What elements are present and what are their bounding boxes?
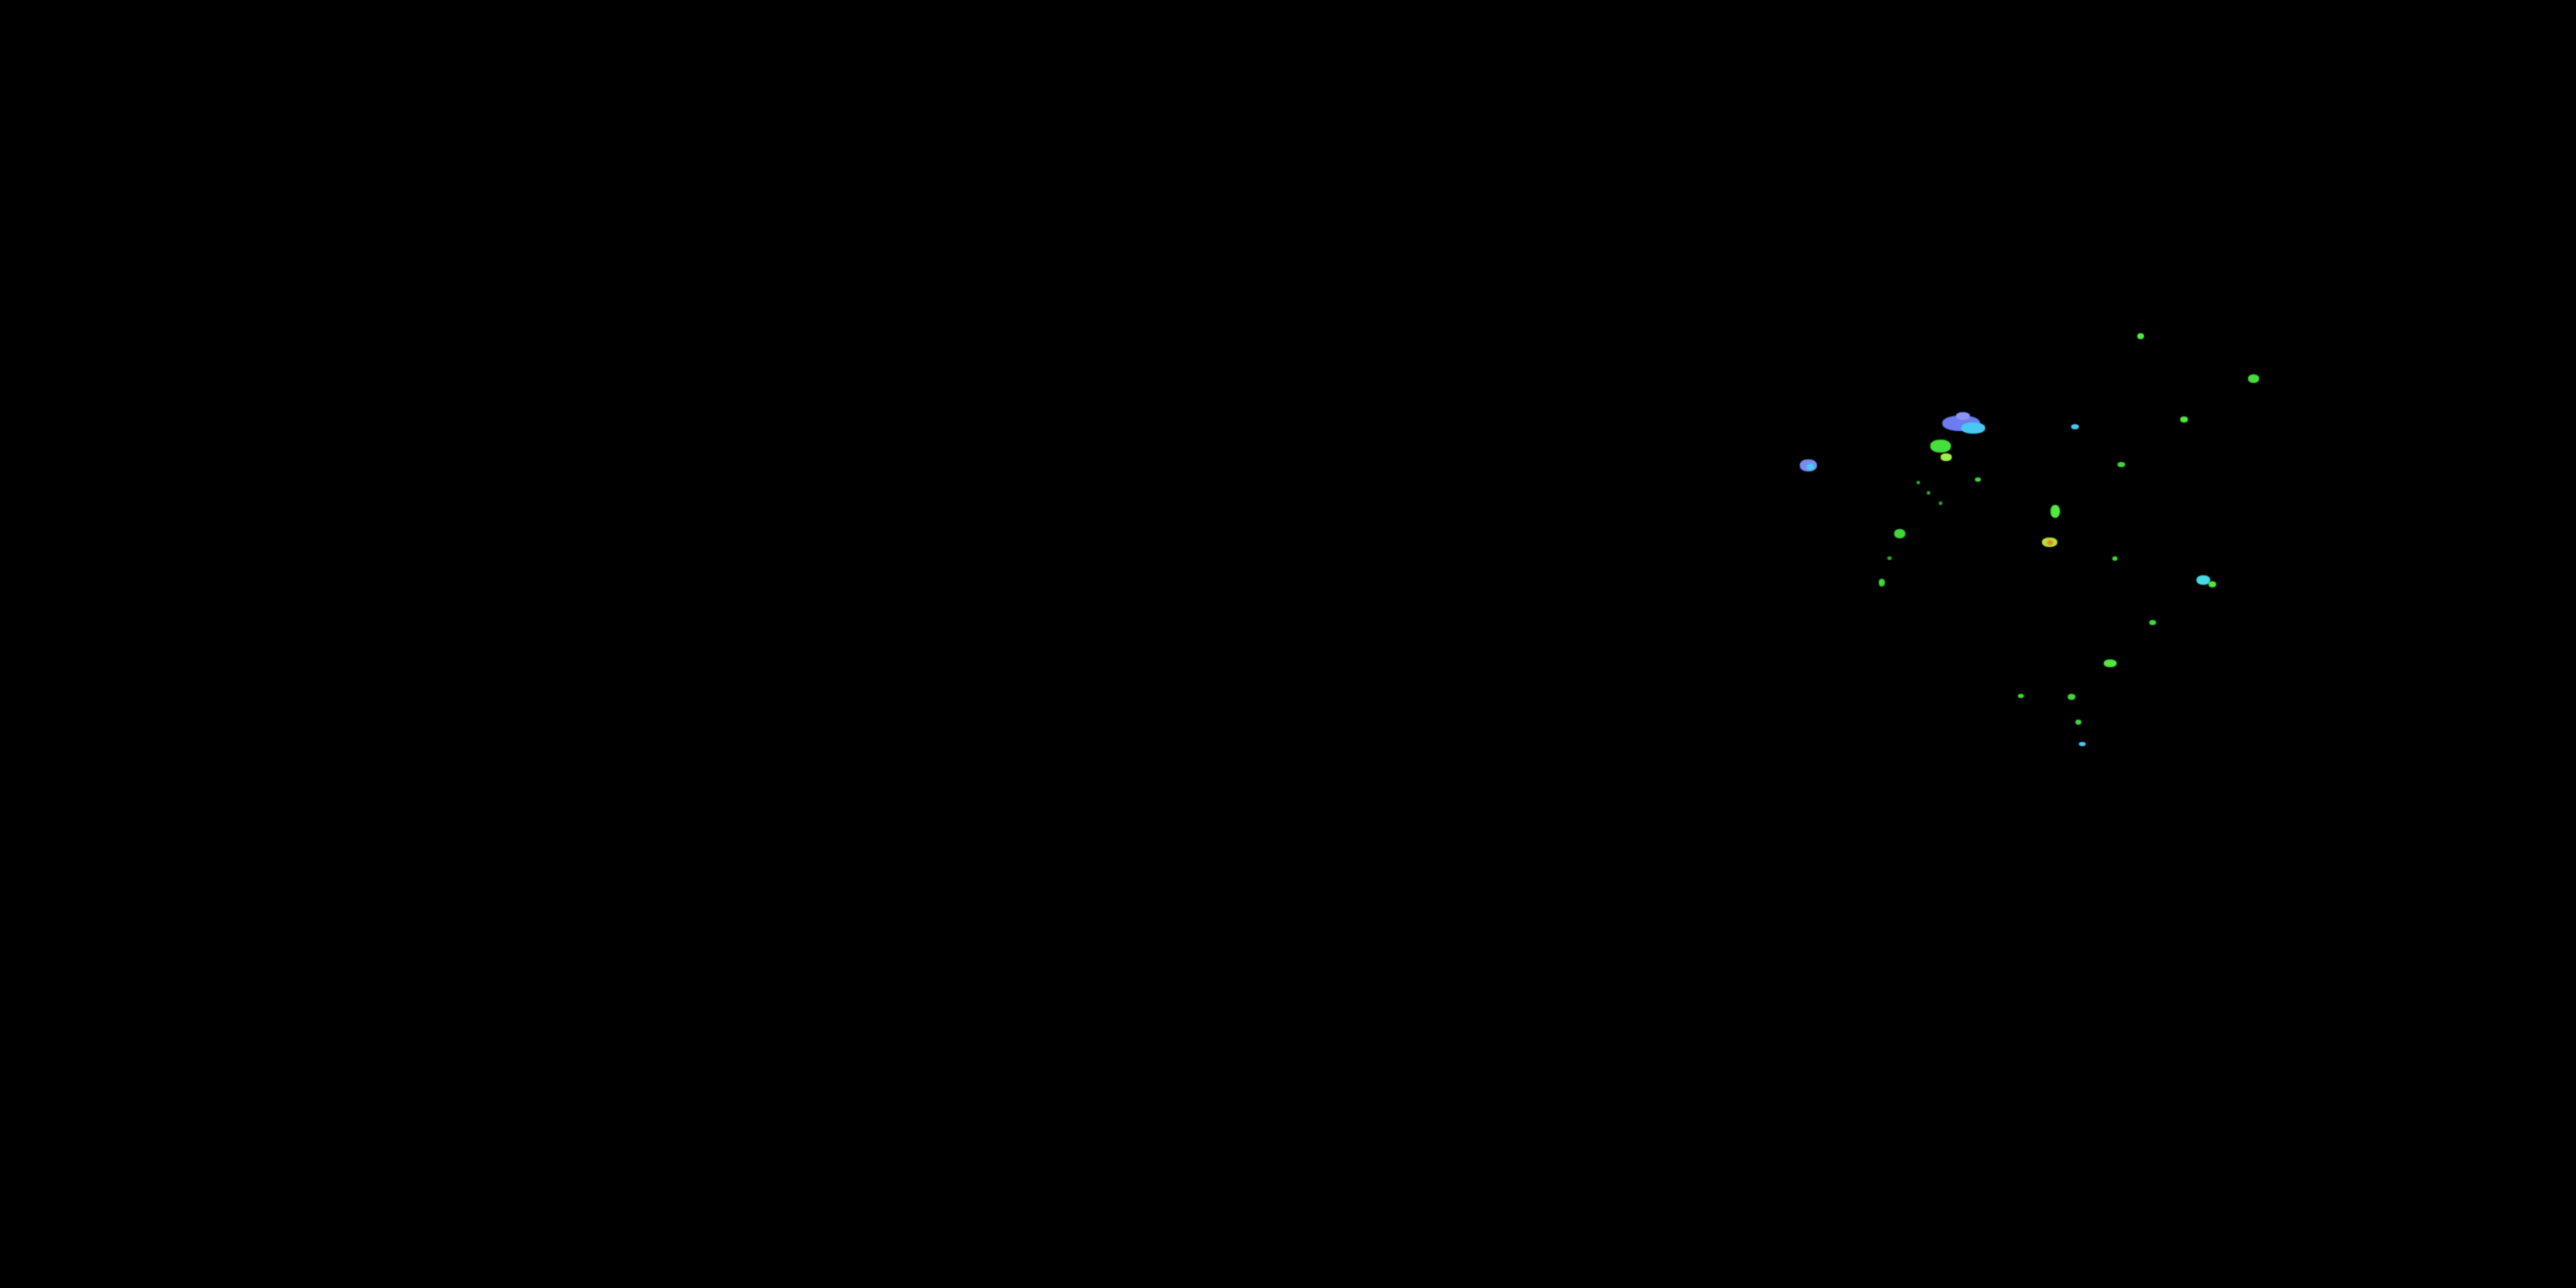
radar-echo <box>2248 374 2259 383</box>
radar-echo <box>1930 440 1951 453</box>
radar-echo <box>2196 575 2210 585</box>
radar-echo <box>2104 659 2117 667</box>
radar-echo <box>1894 529 1905 538</box>
radar-echo <box>2137 333 2144 339</box>
radar-echo <box>2018 694 2024 698</box>
radar-echo <box>2112 556 2117 561</box>
radar-echo <box>2079 742 2086 746</box>
radar-echo <box>2071 424 2079 429</box>
radar-echo <box>2075 720 2081 725</box>
radar-echo <box>1927 491 1930 495</box>
radar-echo <box>1879 579 1885 586</box>
radar-echo <box>1917 481 1920 484</box>
radar-echo <box>2208 581 2216 587</box>
radar-echo <box>2050 505 2060 518</box>
radar-echo <box>2068 694 2075 700</box>
radar-echo <box>1941 453 1952 461</box>
radar-echo <box>1939 501 1942 505</box>
radar-echo <box>1975 477 1981 482</box>
radar-echo <box>1887 556 1892 560</box>
radar-echo <box>1956 412 1970 420</box>
radar-echo <box>2149 620 2156 625</box>
radar-echo <box>2180 416 2188 422</box>
radar-echo <box>1807 464 1814 471</box>
radar-echo <box>2047 540 2053 545</box>
radar-echo <box>1961 422 1985 434</box>
radar-echo <box>2117 462 2125 467</box>
